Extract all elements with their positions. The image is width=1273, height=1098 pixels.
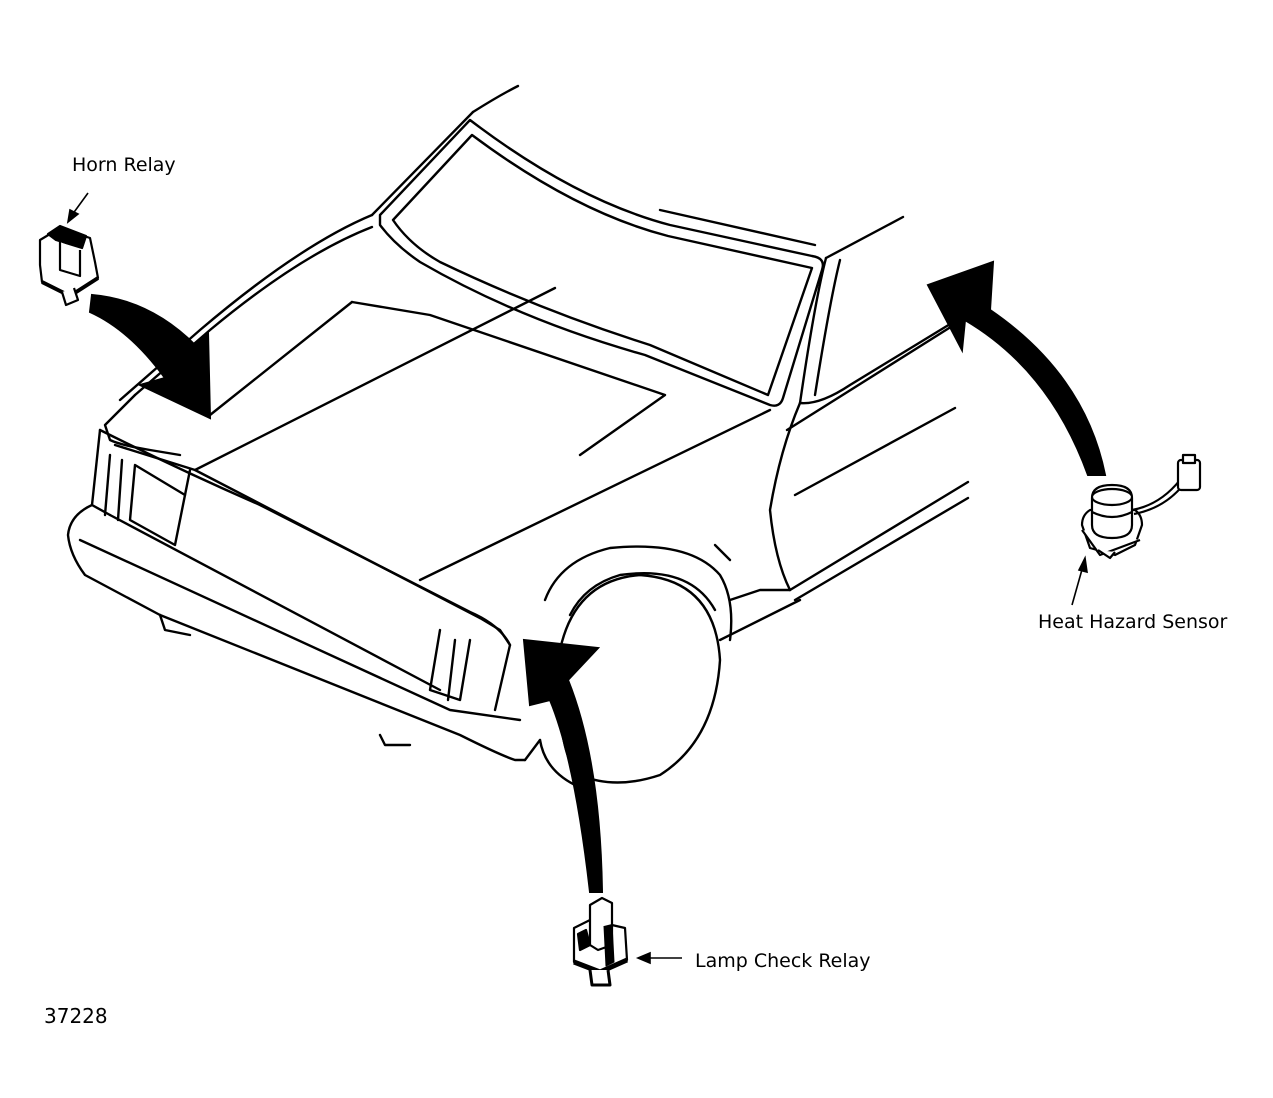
horn-relay-label: Horn Relay — [72, 154, 176, 176]
car-outline — [66, 84, 970, 787]
horn-relay-arrow — [88, 293, 212, 420]
horn-relay-pointer — [66, 192, 89, 224]
horn-relay-part — [38, 224, 100, 307]
lamp-check-relay-label: Lamp Check Relay — [695, 950, 871, 972]
lamp-check-relay-pointer — [635, 951, 682, 965]
lamp-check-relay-arrow — [522, 638, 604, 893]
heat-hazard-sensor-label: Heat Hazard Sensor — [1038, 611, 1228, 633]
lamp-check-relay-part — [572, 896, 629, 987]
figure-number: 37228 — [44, 1004, 108, 1028]
heat-hazard-sensor-pointer — [1071, 555, 1088, 606]
heat-hazard-sensor-arrow — [926, 260, 1107, 476]
heat-hazard-sensor-part — [1080, 453, 1202, 560]
